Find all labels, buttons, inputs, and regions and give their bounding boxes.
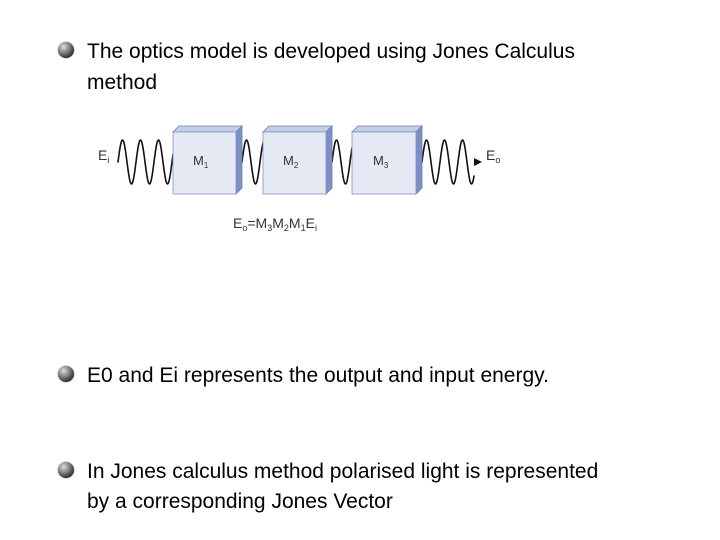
block-label-m1: M1 (193, 153, 209, 170)
jones-calculus-diagram: Ei Eo M1 M2 M3 (98, 125, 500, 233)
wave-segment-2-3 (331, 139, 353, 185)
block-label-m2: M2 (283, 153, 299, 170)
wave-segment-1-2 (241, 139, 264, 185)
output-arrow-icon (474, 158, 482, 166)
matrix-block-m2: M2 (262, 125, 333, 195)
matrix-block-m3: M3 (351, 125, 423, 195)
wave-segments (117, 139, 475, 185)
bullet-icon (58, 42, 74, 58)
bullet-1-line-1: The optics model is developed using Jone… (87, 40, 575, 63)
bullet-3-line-2: by a corresponding Jones Vector (87, 490, 393, 513)
bullet-icon (58, 366, 74, 382)
matrix-block-m1: M1 (172, 125, 243, 195)
wave-segment-input (117, 139, 174, 185)
jones-equation: Eo=M3M2M1Ei (233, 215, 317, 233)
bullet-3-line-1: In Jones calculus method polarised light… (87, 460, 599, 483)
bullet-2-line-1: E0 and Ei represents the output and inpu… (87, 364, 549, 387)
input-label: Ei (98, 147, 109, 165)
bullet-1-line-2: method (87, 71, 158, 94)
bullet-icon (58, 462, 74, 478)
wave-segment-output (421, 139, 475, 185)
block-label-m3: M3 (373, 153, 389, 170)
output-label: Eo (486, 147, 500, 165)
